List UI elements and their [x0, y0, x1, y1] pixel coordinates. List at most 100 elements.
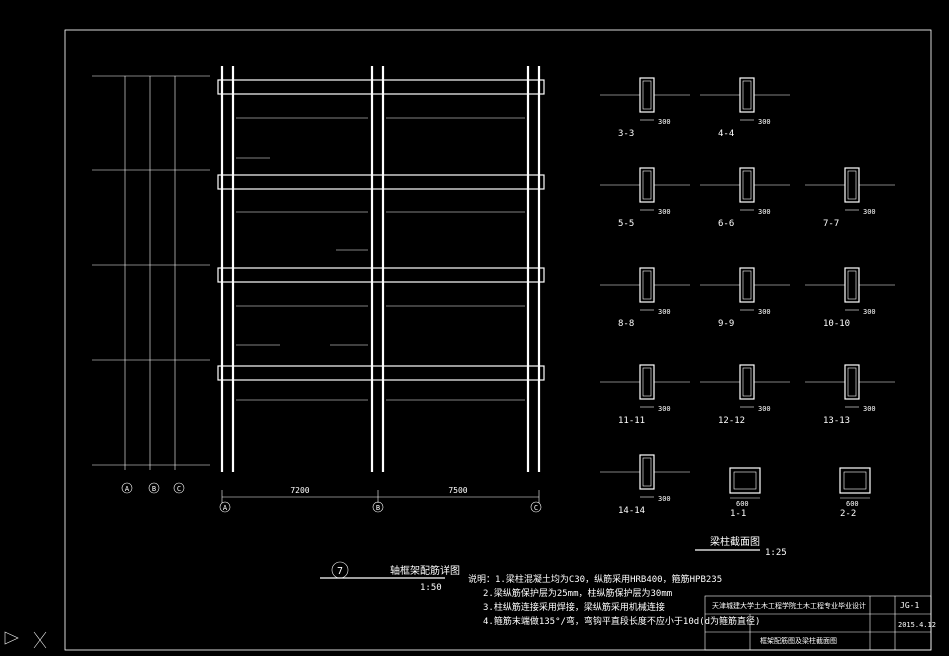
section-3-3: 300 3-3	[600, 77, 690, 139]
axis-label-a: A	[223, 504, 228, 512]
section-8-8: 300 8-8	[600, 267, 690, 329]
section-dim: 300	[658, 405, 671, 413]
beam-sections: 3003-33004-43005-53006-63007-73008-83009…	[600, 77, 895, 516]
section-6-6: 300 6-6	[700, 167, 790, 229]
notes: 说明：1.梁柱混凝土均为C30，纵筋采用HRB400，箍筋HPB235 2.梁纵…	[468, 573, 760, 627]
section-dim: 300	[863, 308, 876, 316]
beam-level-3	[217, 174, 545, 190]
section-dim: 300	[658, 208, 671, 216]
note-1: 说明：1.梁柱混凝土均为C30，纵筋采用HRB400，箍筋HPB235	[468, 573, 722, 585]
section-stirrup	[742, 170, 752, 200]
section-stirrup	[642, 457, 652, 487]
left-axis-bubble-b	[148, 482, 160, 494]
column-stirrup	[843, 471, 867, 490]
section-12-12: 300 12-12	[700, 364, 790, 426]
axis-label-c: C	[534, 504, 538, 512]
section-label: 12-12	[718, 416, 745, 426]
section-label: 10-10	[823, 319, 850, 329]
section-outline	[639, 454, 655, 490]
section-stirrup	[642, 367, 652, 397]
axis-label-b: B	[376, 504, 380, 512]
section-dim: 300	[863, 208, 876, 216]
section-stirrup	[742, 367, 752, 397]
column-dim: 600	[736, 500, 749, 508]
section-label: 8-8	[618, 319, 634, 329]
rebar-lines	[236, 117, 525, 401]
section-dim: 300	[758, 118, 771, 126]
section-title: 梁柱截面图	[710, 535, 760, 548]
note-2: 2.梁纵筋保护层为25mm，柱纵筋保护层为30mm	[483, 587, 672, 599]
column-label: 1-1	[730, 509, 746, 519]
section-5-5: 300 5-5	[600, 167, 690, 229]
section-7-7: 300 7-7	[805, 167, 895, 229]
left-axis-label-b: B	[152, 485, 156, 493]
section-dim: 300	[658, 495, 671, 503]
section-outline	[639, 167, 655, 203]
section-dim: 300	[658, 118, 671, 126]
span-label-2: 7500	[448, 486, 467, 495]
column-label: 2-2	[840, 509, 856, 519]
section-label: 3-3	[618, 129, 634, 139]
section-outline	[844, 167, 860, 203]
section-stirrup	[742, 80, 752, 110]
ucs-icon	[4, 631, 47, 649]
left-axis-bubble-c	[173, 482, 185, 494]
left-axis-label-c: C	[177, 485, 181, 493]
section-stirrup	[847, 170, 857, 200]
tb-drawing: 框架配筋图及梁柱截面图	[760, 636, 837, 645]
column-stirrup	[733, 471, 757, 490]
section-dim: 300	[658, 308, 671, 316]
section-outline	[739, 267, 755, 303]
tb-project: 天津城建大学土木工程学院土木工程专业毕业设计	[712, 601, 866, 610]
title-block: 天津城建大学土木工程学院土木工程专业毕业设计 框架配筋图及梁柱截面图 JG-1 …	[704, 595, 936, 651]
beam-roof	[217, 79, 545, 95]
axis-bubble-c	[530, 501, 542, 513]
section-label: 14-14	[618, 506, 645, 516]
section-dim: 300	[758, 405, 771, 413]
section-label: 5-5	[618, 219, 634, 229]
frame-elevation: 7200 7500 A B C	[217, 66, 545, 513]
section-14-14: 300 14-14	[600, 454, 690, 516]
section-label: 9-9	[718, 319, 734, 329]
section-outline	[739, 364, 755, 400]
section-dim: 300	[758, 308, 771, 316]
section-stirrup	[742, 270, 752, 300]
section-outline	[739, 77, 755, 113]
section-dim: 300	[758, 208, 771, 216]
section-stirrup	[847, 270, 857, 300]
section-outline	[639, 267, 655, 303]
section-outline	[639, 364, 655, 400]
left-axis-label-a: A	[125, 485, 130, 493]
border-inner	[64, 29, 932, 651]
section-outline	[639, 77, 655, 113]
left-axis-bubble-a	[121, 482, 133, 494]
section-stirrup	[847, 367, 857, 397]
beam-level-2	[217, 267, 545, 283]
section-stirrup	[642, 270, 652, 300]
border-outer	[64, 29, 932, 651]
beam-levels	[217, 79, 545, 381]
section-outline	[844, 267, 860, 303]
frame-title-number: 7	[337, 566, 343, 577]
axis-bubble-a	[219, 501, 231, 513]
section-label: 6-6	[718, 219, 734, 229]
section-dim: 300	[863, 405, 876, 413]
frame-scale: 1:50	[420, 583, 442, 593]
note-3: 3.柱纵筋连接采用焊接，梁纵筋采用机械连接	[483, 601, 665, 613]
axis-bubble-b	[372, 501, 384, 513]
frame-title: 轴框架配筋详图	[390, 564, 460, 577]
section-label: 7-7	[823, 219, 839, 229]
tb-number: JG-1	[900, 601, 919, 610]
column-dim: 600	[846, 500, 859, 508]
section-label: 13-13	[823, 416, 850, 426]
section-outline	[739, 167, 755, 203]
note-4: 4.箍筋末端做135°/弯，弯钩平直段长度不应小于10d(d为箍筋直径)	[483, 615, 760, 627]
section-10-10: 300 10-10	[805, 267, 895, 329]
tb-date: 2015.4.12	[898, 621, 936, 629]
